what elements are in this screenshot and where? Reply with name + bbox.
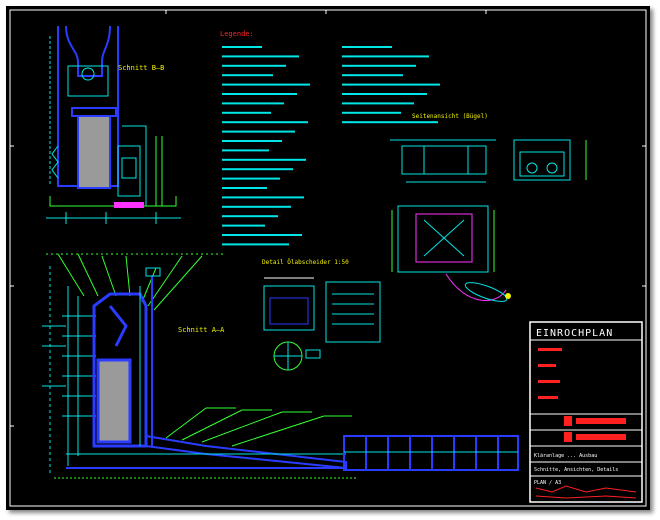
cad-drawing-canvas: Schnitt B–B Legende: Seitenansicht (Büge… bbox=[6, 6, 650, 510]
legend-line bbox=[222, 46, 262, 48]
legend-line bbox=[222, 187, 267, 189]
legend-line bbox=[342, 64, 416, 67]
legend-line bbox=[222, 177, 280, 180]
legend-line bbox=[222, 93, 297, 95]
legend-line bbox=[222, 83, 310, 86]
legend-line bbox=[222, 149, 269, 152]
legend-line bbox=[342, 111, 401, 114]
section-a-label: Schnitt A–A bbox=[178, 326, 225, 334]
legend-line bbox=[222, 102, 284, 105]
legend-line bbox=[222, 64, 286, 67]
title-block-plan-number: PLAN / A3 bbox=[534, 480, 561, 486]
legend-line bbox=[222, 234, 302, 236]
legend-line bbox=[222, 74, 273, 77]
legend-line bbox=[342, 121, 438, 124]
legend-line bbox=[342, 93, 427, 95]
legend-text-lines-right bbox=[342, 46, 440, 124]
legend-line bbox=[222, 215, 278, 218]
section-b-label: Schnitt B–B bbox=[118, 64, 164, 72]
drawing-border bbox=[9, 9, 647, 507]
title-block-project-line-2: Schnitte, Ansichten, Details bbox=[534, 467, 618, 473]
legend-line bbox=[342, 83, 440, 86]
legend-line bbox=[222, 158, 306, 161]
legend-line bbox=[222, 121, 308, 124]
legend-line bbox=[222, 243, 289, 246]
detail-label: Detail Ölabscheider 1:50 bbox=[262, 259, 349, 266]
legend-line bbox=[222, 205, 291, 208]
side-view-label: Seitenansicht (Bügel) bbox=[412, 113, 488, 120]
legend-line bbox=[222, 55, 299, 58]
legend-line bbox=[222, 130, 295, 133]
legend-text-lines-left bbox=[222, 46, 310, 246]
legend-line bbox=[222, 140, 282, 142]
title-block bbox=[529, 321, 643, 503]
section-b-drawing bbox=[46, 25, 181, 224]
side-view-drawing bbox=[390, 139, 587, 302]
legend-line bbox=[222, 196, 304, 199]
detail-drawing bbox=[263, 277, 381, 371]
section-a-drawing bbox=[42, 253, 519, 479]
title-block-project-line-1: Kläranlage ... Ausbau bbox=[534, 453, 597, 459]
legend-line bbox=[342, 74, 403, 77]
legend-line bbox=[342, 46, 392, 48]
cad-drawing: Schnitt B–B Legende: Seitenansicht (Büge… bbox=[9, 9, 647, 507]
legend-line bbox=[222, 168, 293, 171]
title-block-company: EINROCHPLAN bbox=[536, 328, 613, 339]
legend-line bbox=[222, 224, 265, 227]
legend-line bbox=[222, 111, 271, 114]
legend-line bbox=[342, 102, 414, 105]
legend-title: Legende: bbox=[220, 30, 254, 38]
legend-line bbox=[342, 55, 429, 58]
